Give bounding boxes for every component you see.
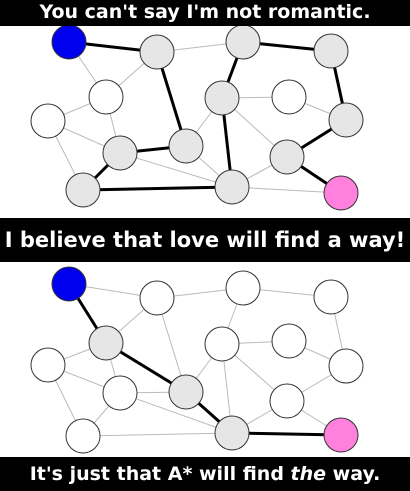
graph-node: [269, 383, 305, 419]
top-caption: You can't say I'm not romantic.: [0, 0, 410, 26]
graph-node: [204, 326, 240, 362]
visited-node: [313, 33, 349, 69]
graph-node: [139, 280, 175, 316]
start-node: [51, 266, 87, 302]
visited-node: [168, 128, 204, 164]
graph-node: [271, 79, 307, 115]
visited-node: [328, 102, 364, 138]
graph-node: [328, 348, 364, 384]
path-edge: [231, 431, 342, 437]
middle-caption: I believe that love will find a way!: [0, 218, 410, 262]
visited-node: [139, 34, 175, 70]
graph-edge: [231, 186, 342, 194]
graph-node: [313, 279, 349, 315]
visited-node: [225, 26, 261, 60]
path-edge: [82, 185, 233, 192]
bottom-caption-emphasis: the: [290, 463, 327, 485]
astar-panel: [30, 266, 364, 454]
visited-node: [269, 139, 305, 175]
visited-node: [102, 135, 138, 171]
visited-node: [168, 374, 204, 410]
visited-node: [88, 325, 124, 361]
bottom-caption-suffix: way.: [326, 463, 381, 485]
bottom-caption: It's just that A* will find the way.: [0, 457, 410, 491]
graph-edge: [119, 152, 233, 188]
edges: [47, 40, 348, 195]
graph-node: [30, 103, 66, 139]
visited-node: [204, 80, 240, 116]
love-panel: [30, 26, 364, 211]
graph-node: [88, 79, 124, 115]
graph-node: [102, 375, 138, 411]
graph-node: [30, 347, 66, 383]
nodes: [30, 26, 364, 211]
visited-node: [65, 172, 101, 208]
bottom-caption-prefix: It's just that A* will find: [29, 463, 291, 485]
visited-node: [214, 415, 250, 451]
edges: [47, 283, 347, 437]
graph-edge: [119, 392, 233, 434]
graph-node: [225, 270, 261, 306]
goal-node: [323, 175, 359, 211]
start-node: [51, 26, 87, 60]
visited-node: [214, 169, 250, 205]
graph-node: [65, 418, 101, 454]
graph-edge: [82, 432, 233, 437]
graph-node: [271, 323, 307, 359]
nodes: [30, 266, 364, 454]
goal-node: [323, 417, 359, 453]
